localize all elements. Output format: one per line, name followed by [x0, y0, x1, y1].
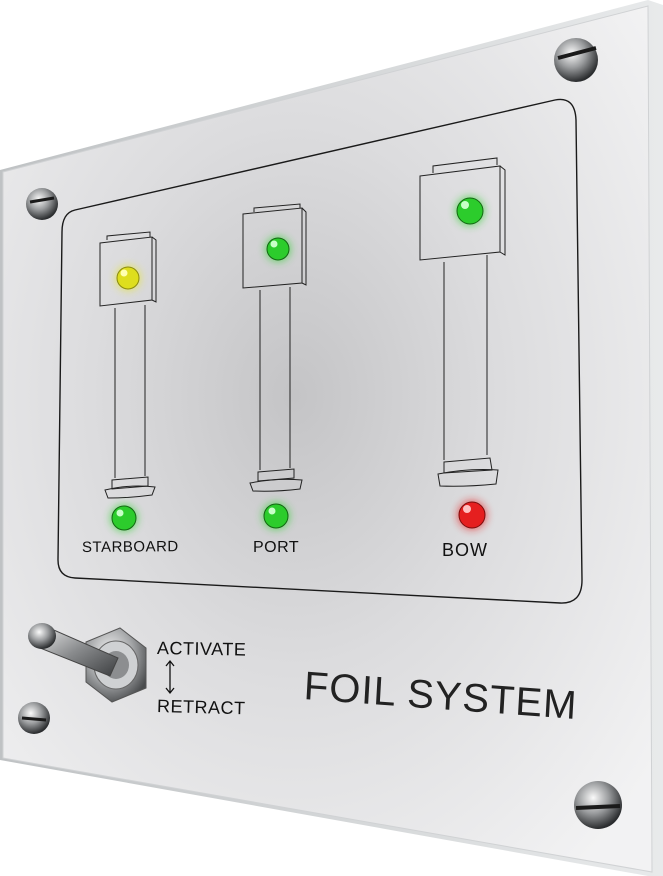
toggle-switch[interactable]	[28, 623, 147, 703]
screw-bottom-right-icon	[574, 781, 622, 829]
starboard-foil-track	[99, 231, 157, 499]
up-down-arrow-icon	[165, 659, 175, 695]
port-bottom-led	[263, 503, 289, 529]
starboard-top-led	[116, 266, 140, 290]
bow-foil-track	[419, 157, 506, 487]
screw-top-left-icon	[26, 188, 58, 220]
bow-top-led	[456, 197, 484, 225]
activate-label: ACTIVATE	[156, 638, 247, 660]
bow-bottom-led	[458, 501, 486, 529]
port-label: PORT	[253, 539, 300, 556]
port-foil-track	[242, 203, 307, 492]
port-top-led	[266, 237, 290, 261]
screw-top-right-icon	[554, 38, 598, 82]
retract-label: RETRACT	[156, 696, 246, 719]
starboard-label: STARBOARD	[81, 538, 179, 556]
starboard-bottom-led	[111, 505, 137, 531]
indicator-window	[57, 98, 583, 604]
screw-bottom-left-icon	[18, 702, 50, 734]
bow-label: BOW	[442, 540, 488, 560]
